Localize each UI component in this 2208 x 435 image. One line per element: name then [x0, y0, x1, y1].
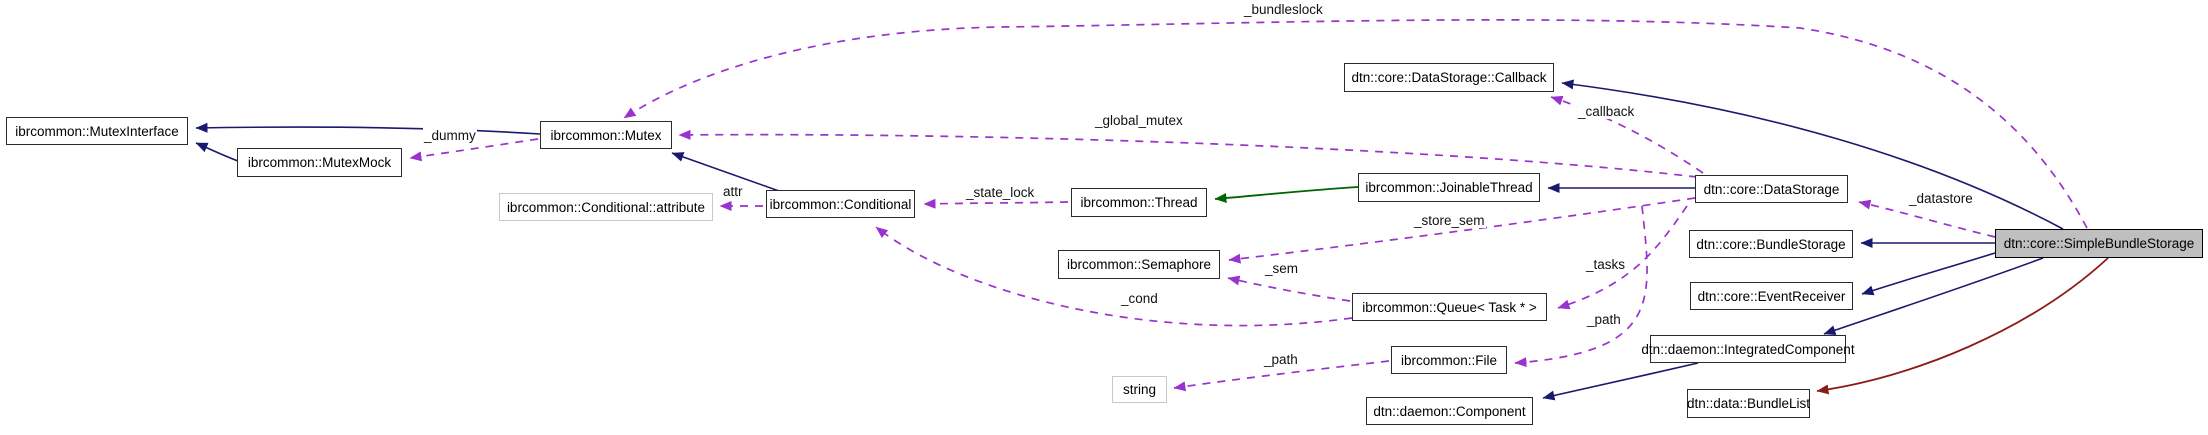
- node-label: dtn::daemon::IntegratedComponent: [1641, 341, 1855, 357]
- edge-usage-tasks: [1557, 205, 1688, 310]
- node-label: ibrcommon::Conditional: [769, 196, 912, 212]
- node-dtn-core-bundlestorage[interactable]: dtn::core::BundleStorage: [1689, 230, 1853, 258]
- edge-label-tasks: _tasks: [1585, 257, 1627, 272]
- edge-inherit-mutex-to-mutexinterface: [195, 122, 541, 135]
- node-dtn-data-bundlelist[interactable]: dtn::data::BundleList: [1687, 389, 1810, 418]
- edge-usage-datastore: [1858, 199, 1996, 238]
- node-ibrcommon-mutex[interactable]: ibrcommon::Mutex: [540, 121, 672, 149]
- edge-label-bundleslock: _bundleslock: [1243, 2, 1324, 17]
- edge-inherit-simplebundlestorage-to-bundlelist: [1816, 257, 2109, 395]
- node-label: ibrcommon::MutexInterface: [15, 123, 179, 139]
- edge-usage-path-file: [1514, 205, 1648, 368]
- edge-label-attr: attr: [722, 184, 744, 199]
- edge-inherit-integratedcomponent-to-component: [1542, 362, 1699, 401]
- edge-label-store-sem: _store_sem: [1413, 213, 1486, 228]
- node-dtn-daemon-component[interactable]: dtn::daemon::Component: [1366, 397, 1533, 425]
- edge-inherit-simplebundlestorage-to-integratedcomponent: [1823, 257, 2044, 336]
- node-ibrcommon-conditional[interactable]: ibrcommon::Conditional: [766, 190, 915, 218]
- node-string[interactable]: string: [1112, 376, 1167, 403]
- node-label: dtn::data::BundleList: [1686, 396, 1811, 411]
- edge-label-cond: _cond: [1120, 291, 1159, 306]
- edge-usage-global-mutex: [678, 129, 1698, 178]
- node-label: ibrcommon::JoinableThread: [1365, 180, 1533, 195]
- node-dtn-core-eventreceiver[interactable]: dtn::core::EventReceiver: [1690, 282, 1853, 310]
- node-label: ibrcommon::Queue< Task * >: [1362, 299, 1537, 315]
- edge-usage-callback: [1550, 95, 1704, 174]
- edge-label-sem: _sem: [1264, 261, 1300, 276]
- node-ibrcommon-semaphore[interactable]: ibrcommon::Semaphore: [1058, 250, 1220, 279]
- edge-usage-path-string: [1173, 360, 1390, 392]
- node-ibrcommon-joinablethread[interactable]: ibrcommon::JoinableThread: [1358, 173, 1540, 202]
- edge-usage-dummy: [409, 138, 539, 162]
- node-label: dtn::core::SimpleBundleStorage: [2003, 236, 2195, 251]
- edge-label-global-mutex: _global_mutex: [1094, 113, 1184, 128]
- edge-label-dummy: _dummy: [423, 128, 477, 143]
- node-dtn-daemon-integratedcomponent[interactable]: dtn::daemon::IntegratedComponent: [1641, 335, 1855, 363]
- edge-inherit-simplebundlestorage-to-eventreceiver: [1861, 252, 1996, 296]
- node-label: dtn::core::DataStorage::Callback: [1351, 70, 1547, 85]
- node-label: ibrcommon::Semaphore: [1066, 257, 1212, 272]
- node-ibrcommon-thread[interactable]: ibrcommon::Thread: [1071, 188, 1207, 217]
- node-dtn-core-datastorage[interactable]: dtn::core::DataStorage: [1695, 175, 1848, 203]
- node-ibrcommon-mutexinterface[interactable]: ibrcommon::MutexInterface: [6, 117, 188, 145]
- node-label: dtn::daemon::Component: [1373, 403, 1526, 419]
- node-dtn-core-datastorage-callback[interactable]: dtn::core::DataStorage::Callback: [1344, 63, 1554, 92]
- node-label: ibrcommon::Mutex: [550, 127, 662, 143]
- edge-usage-state-lock: [923, 198, 1069, 209]
- edge-usage-bundleslock: [623, 19, 2088, 229]
- node-label: string: [1122, 382, 1156, 397]
- edge-usage-sem: [1227, 275, 1351, 302]
- edge-label-datastore: _datastore: [1908, 191, 1974, 206]
- node-ibrcommon-queue-task[interactable]: ibrcommon::Queue< Task * >: [1352, 293, 1547, 321]
- node-label: ibrcommon::Conditional::attribute: [506, 199, 706, 215]
- node-label: ibrcommon::MutexMock: [247, 155, 392, 170]
- node-ibrcommon-conditional-attribute[interactable]: ibrcommon::Conditional::attribute: [499, 193, 713, 221]
- node-label: ibrcommon::Thread: [1080, 195, 1198, 210]
- edge-label-callback: _callback: [1577, 104, 1636, 119]
- node-ibrcommon-file[interactable]: ibrcommon::File: [1391, 346, 1507, 374]
- node-label: dtn::core::DataStorage: [1703, 181, 1840, 197]
- edge-usage-store-sem: [1228, 197, 1696, 264]
- edge-inherit-joinablethread-to-thread: [1214, 186, 1359, 204]
- edge-label-state-lock: _state_lock: [965, 185, 1036, 200]
- edge-inherit-simplebundlestorage-to-callback: [1561, 79, 2064, 230]
- edge-label-path-string: _path: [1263, 352, 1299, 367]
- edge-inherit-conditional-to-mutex: [671, 152, 780, 192]
- edge-label-path-file: _path: [1586, 312, 1622, 327]
- node-dtn-core-simplebundlestorage: dtn::core::SimpleBundleStorage: [1995, 229, 2203, 258]
- edge-usage-cond: [875, 226, 1353, 327]
- node-label: dtn::core::BundleStorage: [1696, 236, 1846, 252]
- node-ibrcommon-mutexmock[interactable]: ibrcommon::MutexMock: [237, 148, 402, 177]
- node-label: dtn::core::EventReceiver: [1697, 288, 1846, 304]
- node-label: ibrcommon::File: [1400, 352, 1498, 368]
- edge-inherit-mutexmock-to-mutexinterface: [195, 142, 239, 162]
